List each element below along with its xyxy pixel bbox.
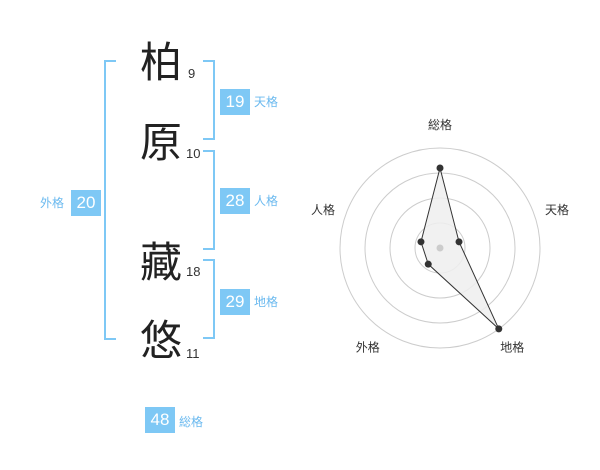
radar-axis-label-4: 人格 <box>311 202 335 217</box>
name-char-3: 藏 <box>140 238 183 287</box>
tenkaku-label: 天格 <box>254 95 279 109</box>
radar-axis-label-0: 総格 <box>428 117 452 132</box>
name-char-4: 悠 <box>140 316 183 365</box>
radar-center-dot <box>436 244 444 252</box>
radar-axis-label-1: 天格 <box>545 202 569 217</box>
jinkaku-bracket <box>203 150 215 250</box>
chikaku-bracket <box>203 259 215 339</box>
stroke-count-2: 10 <box>186 146 201 161</box>
radar-ring-2 <box>389 197 491 299</box>
name-char-2: 原 <box>140 118 183 167</box>
radar-point-3 <box>424 260 432 268</box>
radar-ring-1 <box>414 222 466 274</box>
soukaku-value: 48 <box>145 407 175 433</box>
radar-point-0 <box>436 164 444 172</box>
soukaku-label: 総格 <box>179 415 204 429</box>
radar-ring-4 <box>339 147 541 349</box>
radar-data-points <box>417 164 503 333</box>
stroke-count-3: 18 <box>186 264 201 279</box>
stroke-count-4: 11 <box>186 346 200 361</box>
gaikaku-label: 外格 <box>40 196 65 210</box>
radar-data-polygon <box>420 167 500 330</box>
radar-point-4 <box>417 238 425 246</box>
tenkaku-value: 19 <box>220 89 250 115</box>
gaikaku-value: 20 <box>71 190 101 216</box>
jinkaku-value: 28 <box>220 188 250 214</box>
chikaku-value: 29 <box>220 289 250 315</box>
radar-axis-label-2: 地格 <box>500 340 524 355</box>
radar-point-1 <box>455 238 463 246</box>
radar-point-2 <box>495 325 503 333</box>
stroke-count-1: 9 <box>188 66 196 81</box>
jinkaku-label: 人格 <box>254 194 279 208</box>
radar-axis-label-3: 外格 <box>356 340 380 355</box>
radar-rings <box>339 147 541 349</box>
chikaku-label: 地格 <box>254 295 279 309</box>
tenkaku-bracket <box>203 60 215 140</box>
name-char-1: 柏 <box>140 38 183 87</box>
gaikaku-bracket <box>104 60 116 340</box>
radar-ring-3 <box>364 172 516 324</box>
